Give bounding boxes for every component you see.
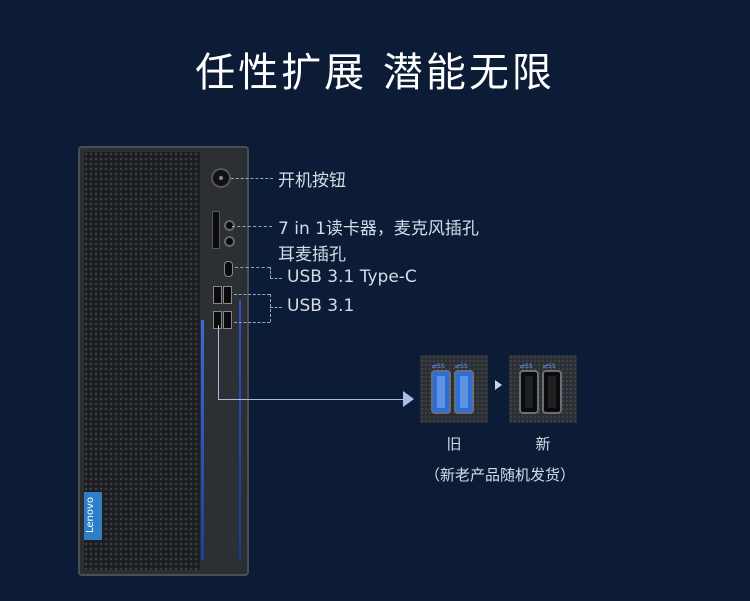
new-usb-port-icon <box>521 372 537 412</box>
card-reader-slot <box>213 212 219 248</box>
usb-a-port-icon <box>224 312 231 328</box>
mic-jack-icon <box>226 222 233 229</box>
power-callout-line <box>231 178 273 179</box>
usb-a-callout-line-top <box>234 294 270 295</box>
lenovo-logo-text: Lenovo <box>85 496 96 534</box>
old-usb-port-icon <box>433 372 449 412</box>
usb-a-port-icon <box>214 287 221 303</box>
card-reader-label: 7 in 1读卡器，麦克风插孔 <box>278 219 479 239</box>
usb-c-callout-line <box>235 267 270 268</box>
arrow-right-icon <box>403 391 414 407</box>
usb-a-label: USB 3.1 <box>287 296 355 316</box>
headset-jack-label: 耳麦插孔 <box>278 245 346 265</box>
power-button-label: 开机按钮 <box>278 171 346 191</box>
blue-light-strip-right <box>239 300 241 560</box>
new-label: 新 <box>535 435 551 453</box>
usb-ss-icon: ⇄SS <box>520 363 533 370</box>
usb-a-callout-line-2 <box>270 307 282 308</box>
headset-jack-icon <box>226 238 233 245</box>
usb-c-label: USB 3.1 Type-C <box>287 267 417 287</box>
front-mesh-grille <box>84 152 200 570</box>
old-usb-port-icon <box>456 372 472 412</box>
usb-ss-icon: ⇄SS <box>543 363 556 370</box>
usb-ss-icon: ⇄SS <box>455 363 468 370</box>
page-title: 任性扩展 潜能无限 <box>195 50 555 96</box>
new-usb-ports-image <box>509 355 577 423</box>
new-usb-port-icon <box>544 372 560 412</box>
usb-a-callout-line-v <box>270 294 271 322</box>
usb-a-port-icon <box>224 287 231 303</box>
card-reader-callout-line <box>232 226 272 227</box>
comparison-arrow-line <box>218 399 404 400</box>
power-led-icon <box>219 176 223 180</box>
blue-light-strip <box>201 320 204 560</box>
usb-c-port-icon <box>225 262 232 276</box>
usb-a-port-icon <box>214 312 221 328</box>
shipping-note: （新老产品随机发货） <box>424 466 575 484</box>
lenovo-logo-badge <box>84 492 102 540</box>
usb-ss-icon: ⇄SS <box>432 363 445 370</box>
front-io-panel <box>201 152 242 570</box>
usb-c-callout-line-2 <box>270 278 282 279</box>
arrow-right-icon <box>495 380 502 390</box>
old-usb-ports-image <box>420 355 488 423</box>
old-label: 旧 <box>446 435 462 453</box>
usb-c-callout-line-v <box>270 267 271 278</box>
comparison-arrow-line-v <box>218 325 219 400</box>
usb-a-callout-line-bottom <box>234 322 270 323</box>
